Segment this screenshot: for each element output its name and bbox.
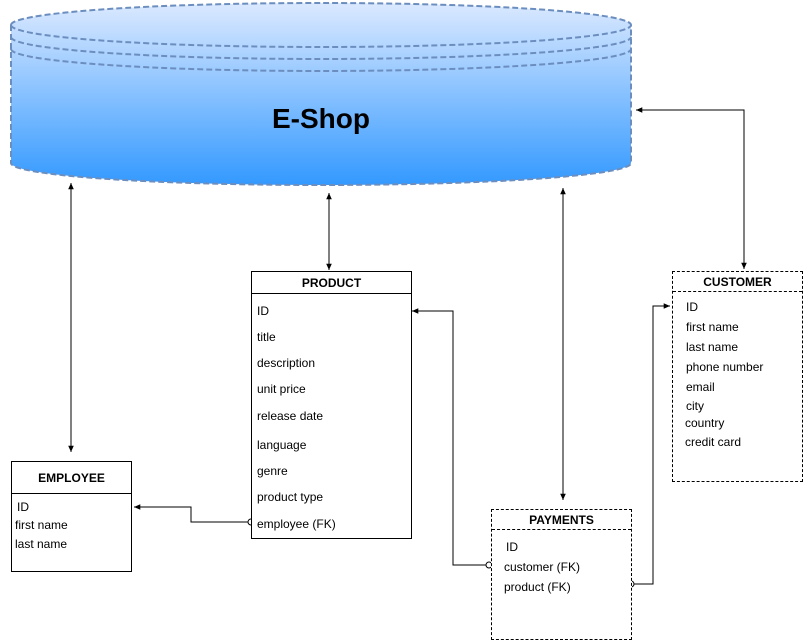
- payments-field-product-fk: product (FK): [504, 580, 571, 594]
- product-field-id: ID: [257, 304, 269, 318]
- customer-field-last-name: last name: [686, 340, 739, 354]
- employee-field-id: ID: [17, 500, 29, 514]
- product-field-description: description: [257, 356, 316, 370]
- entity-customer-title: CUSTOMER: [673, 272, 802, 292]
- product-field-language: language: [257, 438, 307, 452]
- product-field-release-date: release date: [257, 409, 324, 423]
- entity-payments-title: PAYMENTS: [492, 510, 631, 530]
- payments-field-id: ID: [506, 540, 518, 554]
- customer-field-first-name: first name: [686, 320, 739, 334]
- product-field-product-type: product type: [257, 490, 324, 504]
- product-field-employee-fk: employee (FK): [257, 517, 336, 531]
- connector-payments-product: [412, 308, 489, 566]
- payments-field-customer-fk: customer (FK): [504, 560, 581, 574]
- product-field-unit-price: unit price: [257, 382, 306, 396]
- customer-field-city: city: [686, 399, 704, 413]
- connector-payments-customer: [631, 303, 670, 585]
- employee-field-first-name: first name: [15, 518, 68, 532]
- employee-field-last-name: last name: [15, 537, 68, 551]
- entity-customer[interactable]: CUSTOMER ID first name last name phone n…: [672, 271, 803, 482]
- customer-field-id: ID: [686, 300, 698, 314]
- product-field-title: title: [257, 330, 276, 344]
- database-title: E-Shop: [272, 103, 370, 134]
- customer-field-credit-card: credit card: [685, 435, 742, 449]
- entity-employee[interactable]: EMPLOYEE ID first name last name: [11, 461, 132, 572]
- customer-field-email: email: [686, 380, 715, 394]
- customer-field-phone-number: phone number: [686, 360, 764, 374]
- entity-product[interactable]: PRODUCT ID title description unit price …: [251, 271, 412, 539]
- entity-employee-title: EMPLOYEE: [12, 462, 131, 494]
- database-cylinder: [10, 2, 632, 186]
- entity-payments[interactable]: PAYMENTS ID customer (FK) product (FK): [491, 509, 632, 640]
- connector-db-customer: [636, 107, 747, 269]
- entity-product-title: PRODUCT: [252, 272, 411, 294]
- connector-product-employee: [134, 504, 251, 523]
- customer-field-country: country: [685, 416, 725, 430]
- product-field-genre: genre: [257, 464, 288, 478]
